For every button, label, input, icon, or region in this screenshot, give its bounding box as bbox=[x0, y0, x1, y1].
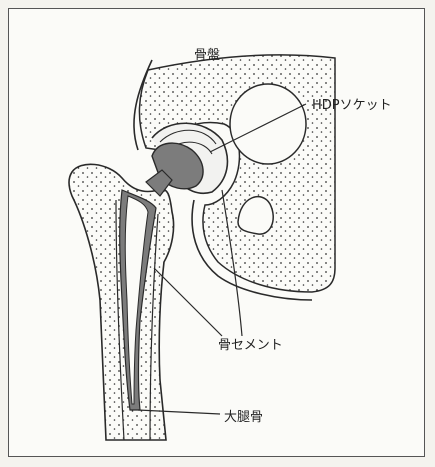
pelvis-opening-upper bbox=[230, 84, 306, 164]
cement-leader-line-1 bbox=[154, 268, 222, 336]
label-pelvis: 骨盤 bbox=[194, 44, 220, 63]
label-hdp-socket: HDPソケット bbox=[312, 94, 392, 113]
label-femur: 大腿骨 bbox=[224, 406, 263, 425]
label-bone-cement: 骨セメント bbox=[218, 334, 283, 353]
